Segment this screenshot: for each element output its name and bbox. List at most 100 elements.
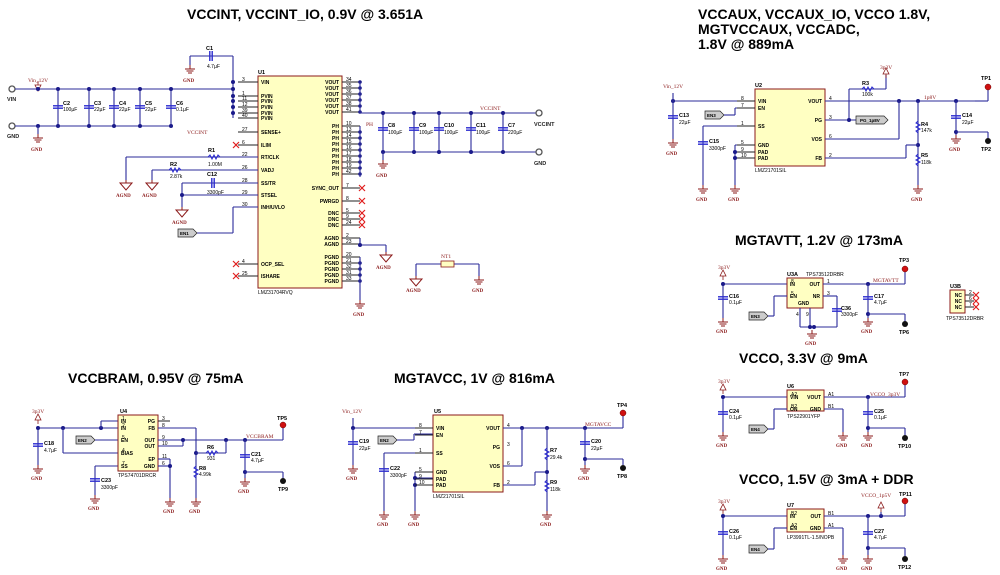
c14-value: 22µF <box>962 120 974 126</box>
pin-name: PH <box>332 136 339 142</box>
test-point-tp7[interactable] <box>901 378 909 386</box>
chip-u3a[interactable] <box>786 277 824 309</box>
terminal-gnd-out-label: GND <box>534 161 546 167</box>
tp1-label: TP1 <box>981 76 991 82</box>
cap-value: 22µF <box>145 107 157 113</box>
pin-name: VOUT <box>325 92 339 98</box>
pin-name: PH <box>332 166 339 172</box>
pin-number: 5 <box>419 467 422 473</box>
gnd-label: GND <box>696 198 708 203</box>
pin-number: 10 <box>741 153 747 159</box>
pin-number: 40 <box>242 113 248 119</box>
pin-name: NC <box>955 293 963 299</box>
pin-name: SS <box>436 451 443 457</box>
terminal-gnd-out[interactable] <box>535 148 543 156</box>
chip-u7[interactable] <box>786 508 825 533</box>
c25-ref: C25 <box>874 409 884 415</box>
pin-number: 8 <box>741 96 744 102</box>
test-point-tp6[interactable] <box>902 321 908 327</box>
u6-ref: U6 <box>787 384 794 390</box>
pin-number: 4 <box>829 96 832 102</box>
test-point-tp11[interactable] <box>901 497 909 505</box>
pin-name: VIN <box>790 395 799 401</box>
en3-label-2: EN3 <box>751 314 760 319</box>
pin-name: NR <box>813 294 821 300</box>
c15-value: 3300pF <box>709 146 726 152</box>
gnd-label: GND <box>238 490 250 495</box>
pin-number: 22 <box>242 152 248 158</box>
pin-name: PH <box>332 172 339 178</box>
pin-number: 1 <box>827 279 830 285</box>
test-point-tp9[interactable] <box>280 478 286 484</box>
c36-ref: C36 <box>841 306 851 312</box>
pin-number: 1 <box>122 416 125 422</box>
pin-number: A1 <box>828 392 834 398</box>
cap-value: 22µF <box>94 107 106 113</box>
gnd-label: GND <box>716 330 728 335</box>
r7-value: 29.4k <box>550 455 563 461</box>
net-vin12v: Vin_12V <box>342 409 362 415</box>
pin-name: EN <box>758 106 765 112</box>
pin-name: PGND <box>325 273 340 279</box>
cap-ref: C5 <box>145 101 152 107</box>
pin-number: 39 <box>242 108 248 114</box>
test-point-tp10[interactable] <box>902 435 908 441</box>
pin-name: PH <box>332 124 339 130</box>
pin-number: 9 <box>346 214 349 220</box>
u2-ref: U2 <box>755 83 762 89</box>
title-mgtavtt: MGTAVTT, 1.2V @ 173mA <box>735 232 903 248</box>
c13-value: 22µF <box>679 120 691 126</box>
pin-number: 8 <box>419 423 422 429</box>
u4-part: TPS74701DRCR <box>118 473 156 479</box>
cap-value: 100µF <box>476 130 490 136</box>
pin-number: 1 <box>242 91 245 97</box>
r4-value: 147k <box>921 128 932 134</box>
en2-label-2: EN2 <box>380 438 389 443</box>
chip-u5[interactable] <box>432 414 504 493</box>
terminal-vin[interactable] <box>8 85 16 93</box>
test-point-tp5[interactable] <box>279 421 287 429</box>
r1-ref: R1 <box>208 148 215 154</box>
test-point-tp8[interactable] <box>620 465 626 471</box>
u3a-part: TPS73512DRBR <box>806 272 844 278</box>
test-point-tp4[interactable] <box>619 409 627 417</box>
pin-number: 7 <box>346 183 349 189</box>
gnd-label: GND <box>911 198 923 203</box>
test-point-tp12[interactable] <box>902 556 908 562</box>
chip-u6[interactable] <box>786 389 825 412</box>
pin-name: FB <box>493 483 500 489</box>
pin-number: A2 <box>791 523 797 529</box>
terminal-gnd[interactable] <box>8 122 16 130</box>
pin-number: 9 <box>806 312 809 318</box>
title-vccint: VCCINT, VCCINT_IO, 0.9V @ 3.651A <box>187 6 423 22</box>
pin-number: 10 <box>346 121 352 127</box>
test-point-tp2[interactable] <box>985 138 991 144</box>
cap-value: 220µF <box>508 130 522 136</box>
en3-label: EN3 <box>707 113 716 118</box>
title-vccbram: VCCBRAM, 0.95V @ 75mA <box>68 370 243 386</box>
test-point-tp1[interactable] <box>984 83 992 91</box>
gnd-label: GND <box>861 330 873 335</box>
tp5-label: TP5 <box>277 416 287 422</box>
c26-value: 0.1µF <box>729 535 742 541</box>
pin-name: PVIN <box>261 99 273 105</box>
pin-number: 10 <box>419 480 425 486</box>
net-vin12v: Vin_12V <box>663 84 683 90</box>
chip-u1[interactable] <box>257 75 343 289</box>
pin-name: OUT <box>810 514 821 520</box>
cap-value: 22µF <box>119 107 131 113</box>
en4-label: EN4 <box>751 427 760 432</box>
pin-number: 4 <box>122 448 125 454</box>
chip-u4[interactable] <box>117 414 159 472</box>
pin-name: EP <box>148 457 155 463</box>
pin-number: 34 <box>346 77 352 83</box>
cap-ref: C6 <box>176 101 183 107</box>
en3-flag <box>704 110 725 120</box>
pin-number: B2 <box>791 511 797 517</box>
net-vccint-sense: VCCINT <box>187 130 208 136</box>
pin-name: SS <box>758 124 765 130</box>
pin-name: IN <box>790 514 795 520</box>
terminal-vccint-out[interactable] <box>535 109 543 117</box>
chip-u2[interactable] <box>754 88 826 167</box>
test-point-tp3[interactable] <box>901 265 909 273</box>
